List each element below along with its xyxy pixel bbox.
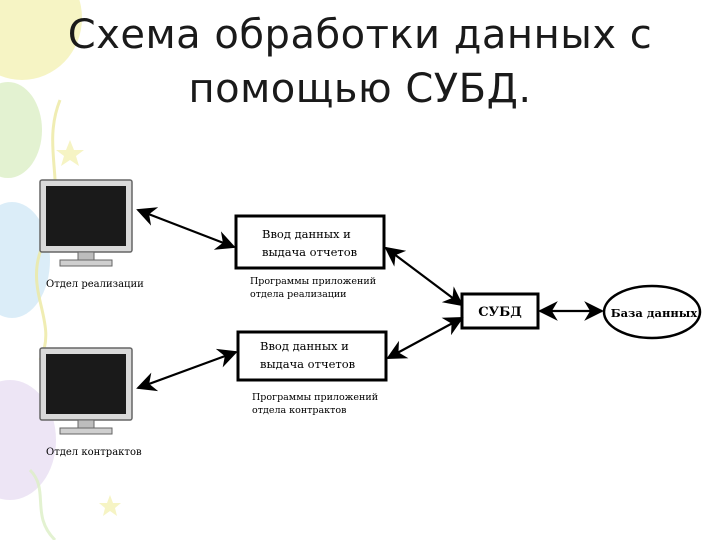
computer-icon-bottom [39, 347, 133, 435]
box-top-caption-line1: Программы приложений [250, 276, 376, 287]
computer-icon-top [39, 179, 133, 267]
process-box-top: Ввод данных и выдача отчетов [234, 214, 386, 270]
arrow-computer-top-to-box-top [136, 207, 236, 250]
star-shape [99, 495, 121, 516]
title-line-1: Схема обработки данных с [67, 12, 653, 58]
computer-bottom-label: Отдел контрактов [46, 447, 142, 458]
dbms-box: СУБД [460, 292, 540, 330]
database-ellipse: База данных [602, 284, 702, 340]
box-bottom-line2: выдача отчетов [260, 357, 355, 371]
box-bottom-line1: Ввод данных и [260, 339, 349, 353]
box-top-line1: Ввод данных и [262, 227, 351, 241]
balloon-yellow [0, 0, 82, 80]
slide-title: Схема обработки данных с помощью СУБД. [40, 8, 680, 116]
arrow-computer-bottom-to-box-bottom [136, 348, 238, 392]
box-bottom-caption-line1: Программы приложений [252, 392, 378, 403]
dbms-label: СУБД [478, 305, 522, 320]
star-shape [56, 140, 84, 166]
computer-top-label: Отдел реализации [46, 279, 144, 290]
process-box-bottom: Ввод данных и выдача отчетов [236, 330, 388, 382]
database-label: База данных [611, 306, 698, 320]
title-line-2: помощью СУБД. [188, 66, 532, 112]
box-top-caption-line2: отдела реализации [250, 289, 347, 300]
arrow-box-bottom-to-dbms [386, 317, 464, 359]
balloon-green [0, 82, 42, 178]
arrow-box-top-to-dbms [384, 246, 464, 307]
box-top-line2: выдача отчетов [262, 245, 357, 259]
box-bottom-caption-line2: отдела контрактов [252, 405, 346, 416]
ribbon [28, 468, 57, 540]
